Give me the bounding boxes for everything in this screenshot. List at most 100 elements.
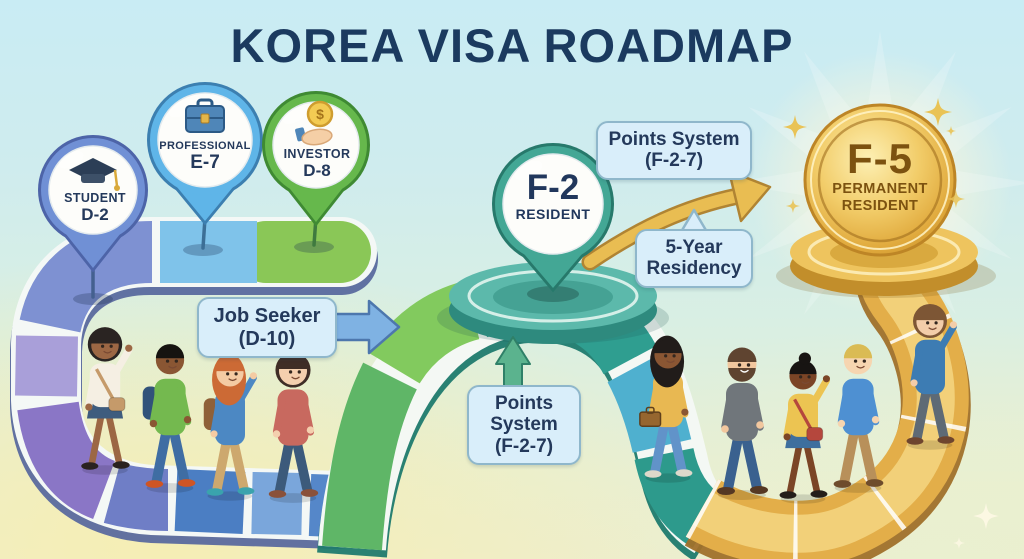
shoe <box>833 480 852 488</box>
eye <box>288 370 293 374</box>
pin-label-professional: PROFESSIONAL E-7 <box>145 140 265 174</box>
pin-face <box>48 145 138 235</box>
f5-medal-coin <box>803 103 957 257</box>
sparkle-icon <box>783 115 807 139</box>
hair-top <box>916 306 944 321</box>
sparkle-icon <box>973 503 999 529</box>
hair-top <box>654 339 682 354</box>
eye <box>737 363 742 367</box>
professional-code: E-7 <box>190 152 220 174</box>
page-title: KOREA VISA ROADMAP <box>230 19 794 72</box>
callout-points-system-bottom: Points System (F-2-7) <box>467 385 581 466</box>
hair-top <box>216 357 244 372</box>
hand <box>301 128 333 146</box>
light-ray <box>904 51 956 128</box>
arm-front <box>300 395 315 436</box>
cap-tassel <box>113 169 119 187</box>
hand-front <box>681 408 689 416</box>
smile <box>291 376 300 380</box>
person-walker-8 <box>833 344 884 493</box>
points-bottom-line2: System <box>490 414 558 436</box>
shoe <box>906 437 924 445</box>
eye <box>101 344 105 348</box>
road-loop-segment <box>19 221 153 334</box>
smile <box>740 369 749 373</box>
arm-front <box>865 384 880 426</box>
pin-label-investor: INVESTOR D-8 <box>257 147 377 180</box>
leg-back <box>839 422 860 487</box>
arm-back <box>648 378 662 418</box>
eye <box>799 375 803 379</box>
sparkle-icon <box>786 199 800 213</box>
leg-back <box>912 381 932 444</box>
hand-front <box>125 344 133 352</box>
light-ray <box>804 51 856 128</box>
arm-front <box>236 374 257 404</box>
sparkle-icon <box>953 537 965 549</box>
hand-front <box>822 375 830 383</box>
pin-gloss <box>282 106 307 124</box>
arm-front <box>809 377 830 407</box>
shoe <box>268 490 287 498</box>
road-gold-lane-lines <box>685 266 969 559</box>
person-walker-1 <box>81 327 133 475</box>
leg-front <box>228 432 249 494</box>
light-ray <box>728 170 808 196</box>
smile <box>801 381 810 385</box>
light-ray <box>935 207 1012 259</box>
bag-strap <box>94 368 117 405</box>
leg-back <box>786 437 804 497</box>
shoe <box>750 486 768 494</box>
road-loop-segment <box>17 401 117 520</box>
hair-top <box>278 354 308 370</box>
hand-front <box>756 421 764 429</box>
shoe <box>644 470 662 478</box>
arm-back <box>783 399 797 439</box>
hand-back <box>783 433 791 441</box>
investor-code: D-8 <box>303 161 331 180</box>
eye <box>234 372 238 376</box>
pin-gloss <box>58 151 84 169</box>
f5-subtitle-line1: PERMANENT <box>832 181 928 197</box>
smile <box>666 360 675 364</box>
leg-front <box>856 422 878 486</box>
gold-arrow-shaft <box>584 190 744 268</box>
eye <box>807 375 811 379</box>
leg-front <box>740 428 762 493</box>
hand-back <box>272 430 281 438</box>
f5-medal-ring-outer <box>810 110 950 250</box>
f2-subtitle: RESIDENT <box>515 206 591 222</box>
road-loop-segment <box>15 335 78 397</box>
shoe <box>937 436 955 444</box>
shoe <box>779 491 797 499</box>
eye <box>934 321 938 325</box>
leg-front <box>168 422 190 486</box>
gold-arrow-head <box>727 169 772 223</box>
shoe <box>717 487 735 495</box>
hand-coin-icon: $ <box>295 100 334 146</box>
arm-back <box>910 345 924 385</box>
arm-back <box>210 396 224 436</box>
pin-stem-dot <box>73 293 113 305</box>
hair-bun <box>798 352 811 365</box>
light-ray <box>748 207 825 259</box>
road-gold <box>684 266 971 559</box>
arm-front <box>674 378 689 418</box>
eye <box>174 359 178 363</box>
eye <box>226 372 230 376</box>
cap-board <box>69 158 117 182</box>
milestone-f2-label: F-2 RESIDENT <box>492 169 614 223</box>
hair-top <box>91 329 119 344</box>
pin-face <box>502 153 604 255</box>
light-ray <box>935 107 1012 159</box>
platform-f2 <box>437 262 669 344</box>
eye <box>926 321 930 325</box>
light-ray <box>748 107 825 159</box>
eye <box>664 354 668 358</box>
shoe <box>810 490 828 498</box>
student-name: STUDENT <box>64 191 126 205</box>
pin-gloss <box>168 98 195 118</box>
person-walker-3 <box>203 353 257 501</box>
residency-line2: Residency <box>646 258 742 280</box>
pin-professional <box>147 82 263 226</box>
